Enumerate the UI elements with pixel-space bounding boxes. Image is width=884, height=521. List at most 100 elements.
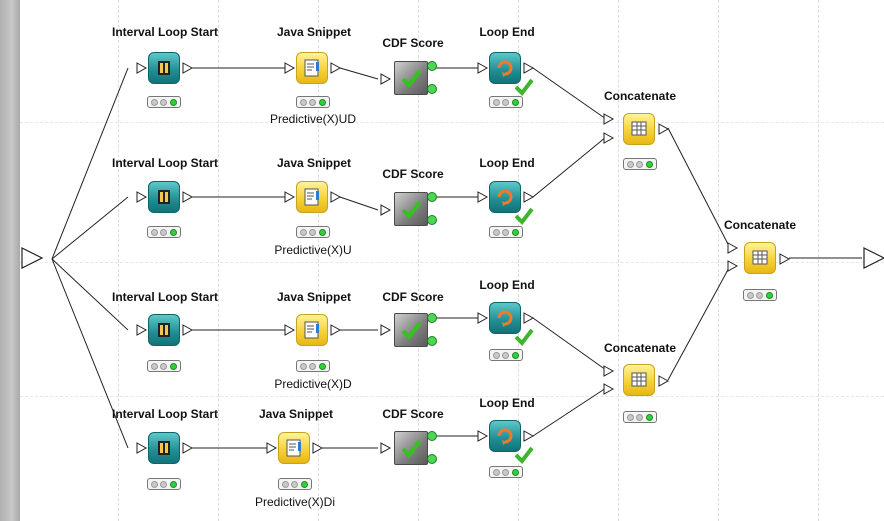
cdf-score-node[interactable] <box>394 431 428 465</box>
loop-start-icon <box>158 190 170 204</box>
port-out[interactable] <box>426 334 438 352</box>
port-out[interactable] <box>426 452 438 470</box>
node-title: Interval Loop Start <box>111 156 219 170</box>
loop-start-icon <box>158 441 170 455</box>
port-in[interactable] <box>477 61 489 79</box>
java-snippet-node[interactable] <box>296 314 328 346</box>
interval-loop-start-node[interactable] <box>148 52 180 84</box>
connection-wire <box>51 258 129 331</box>
port-out[interactable] <box>182 441 194 459</box>
grid-line <box>20 262 884 263</box>
port-in[interactable] <box>136 61 148 79</box>
port-in[interactable] <box>727 259 739 277</box>
port-out[interactable] <box>330 323 342 341</box>
port-out[interactable] <box>426 82 438 100</box>
port-in[interactable] <box>380 323 392 341</box>
node-status <box>147 360 181 372</box>
interval-loop-start-node[interactable] <box>148 314 180 346</box>
java-snippet-node[interactable] <box>296 52 328 84</box>
port-out[interactable] <box>523 61 535 79</box>
canvas-left-border <box>0 0 20 521</box>
port-in[interactable] <box>136 441 148 459</box>
executed-check-icon <box>514 328 534 347</box>
port-out[interactable] <box>426 213 438 231</box>
port-out[interactable] <box>658 122 670 140</box>
node-title: Loop End <box>479 25 535 39</box>
concatenate-node[interactable] <box>623 113 655 145</box>
connection-wire <box>532 67 607 120</box>
connection-wire <box>339 196 379 211</box>
port-out[interactable] <box>523 429 535 447</box>
cdf-score-node[interactable] <box>394 61 428 95</box>
grid-line <box>618 0 619 521</box>
port-out[interactable] <box>182 61 194 79</box>
node-title: Java Snippet <box>258 407 334 421</box>
concatenate-node[interactable] <box>623 364 655 396</box>
port-in[interactable] <box>477 190 489 208</box>
executed-check-icon <box>514 78 534 97</box>
port-out[interactable] <box>523 311 535 329</box>
port-out[interactable] <box>523 190 535 208</box>
node-status <box>296 96 330 108</box>
port-in[interactable] <box>603 364 615 382</box>
port-in[interactable] <box>380 203 392 221</box>
checkmark-icon <box>401 321 422 341</box>
port-out[interactable] <box>330 190 342 208</box>
loop-end-node[interactable] <box>489 181 521 213</box>
node-status <box>147 226 181 238</box>
node-title: Loop End <box>479 278 535 292</box>
port-out[interactable] <box>426 429 438 447</box>
java-snippet-node[interactable] <box>296 181 328 213</box>
port-in[interactable] <box>603 382 615 400</box>
node-title: CDF Score <box>382 407 444 421</box>
node-title: CDF Score <box>382 290 444 304</box>
port-in[interactable] <box>477 311 489 329</box>
node-status <box>296 360 330 372</box>
port-in[interactable] <box>477 429 489 447</box>
port-out[interactable] <box>182 323 194 341</box>
executed-check-icon <box>514 446 534 465</box>
node-annotation: Predictive(X)U <box>274 243 352 257</box>
port-out[interactable] <box>312 441 324 459</box>
node-annotation: Predictive(X)D <box>274 377 352 391</box>
port-out[interactable] <box>426 311 438 329</box>
port-in[interactable] <box>284 323 296 341</box>
port-in[interactable] <box>284 190 296 208</box>
cdf-score-node[interactable] <box>394 313 428 347</box>
port-out[interactable] <box>658 374 670 392</box>
port-in[interactable] <box>603 112 615 130</box>
port-in[interactable] <box>136 190 148 208</box>
node-status <box>278 478 312 490</box>
loop-end-icon <box>497 189 513 206</box>
workflow-input-port <box>21 247 44 269</box>
grid-line <box>418 0 419 521</box>
grid-line <box>718 0 719 521</box>
interval-loop-start-node[interactable] <box>148 181 180 213</box>
node-title: Interval Loop Start <box>111 290 219 304</box>
port-in[interactable] <box>266 441 278 459</box>
port-in[interactable] <box>136 323 148 341</box>
loop-end-node[interactable] <box>489 52 521 84</box>
port-out[interactable] <box>182 190 194 208</box>
port-out[interactable] <box>779 252 791 270</box>
port-in[interactable] <box>603 131 615 149</box>
port-out[interactable] <box>426 190 438 208</box>
grid-line <box>20 122 884 123</box>
node-title: Concatenate <box>723 218 797 232</box>
port-in[interactable] <box>380 72 392 90</box>
port-out[interactable] <box>330 61 342 79</box>
table-concatenate-icon <box>752 250 768 265</box>
interval-loop-start-node[interactable] <box>148 432 180 464</box>
concatenate-node[interactable] <box>744 242 776 274</box>
node-title: Concatenate <box>603 341 677 355</box>
loop-end-node[interactable] <box>489 420 521 452</box>
cdf-score-node[interactable] <box>394 192 428 226</box>
java-snippet-node[interactable] <box>278 432 310 464</box>
port-in[interactable] <box>380 441 392 459</box>
loop-end-node[interactable] <box>489 302 521 334</box>
port-out[interactable] <box>426 59 438 77</box>
port-in[interactable] <box>284 61 296 79</box>
port-in[interactable] <box>727 241 739 259</box>
